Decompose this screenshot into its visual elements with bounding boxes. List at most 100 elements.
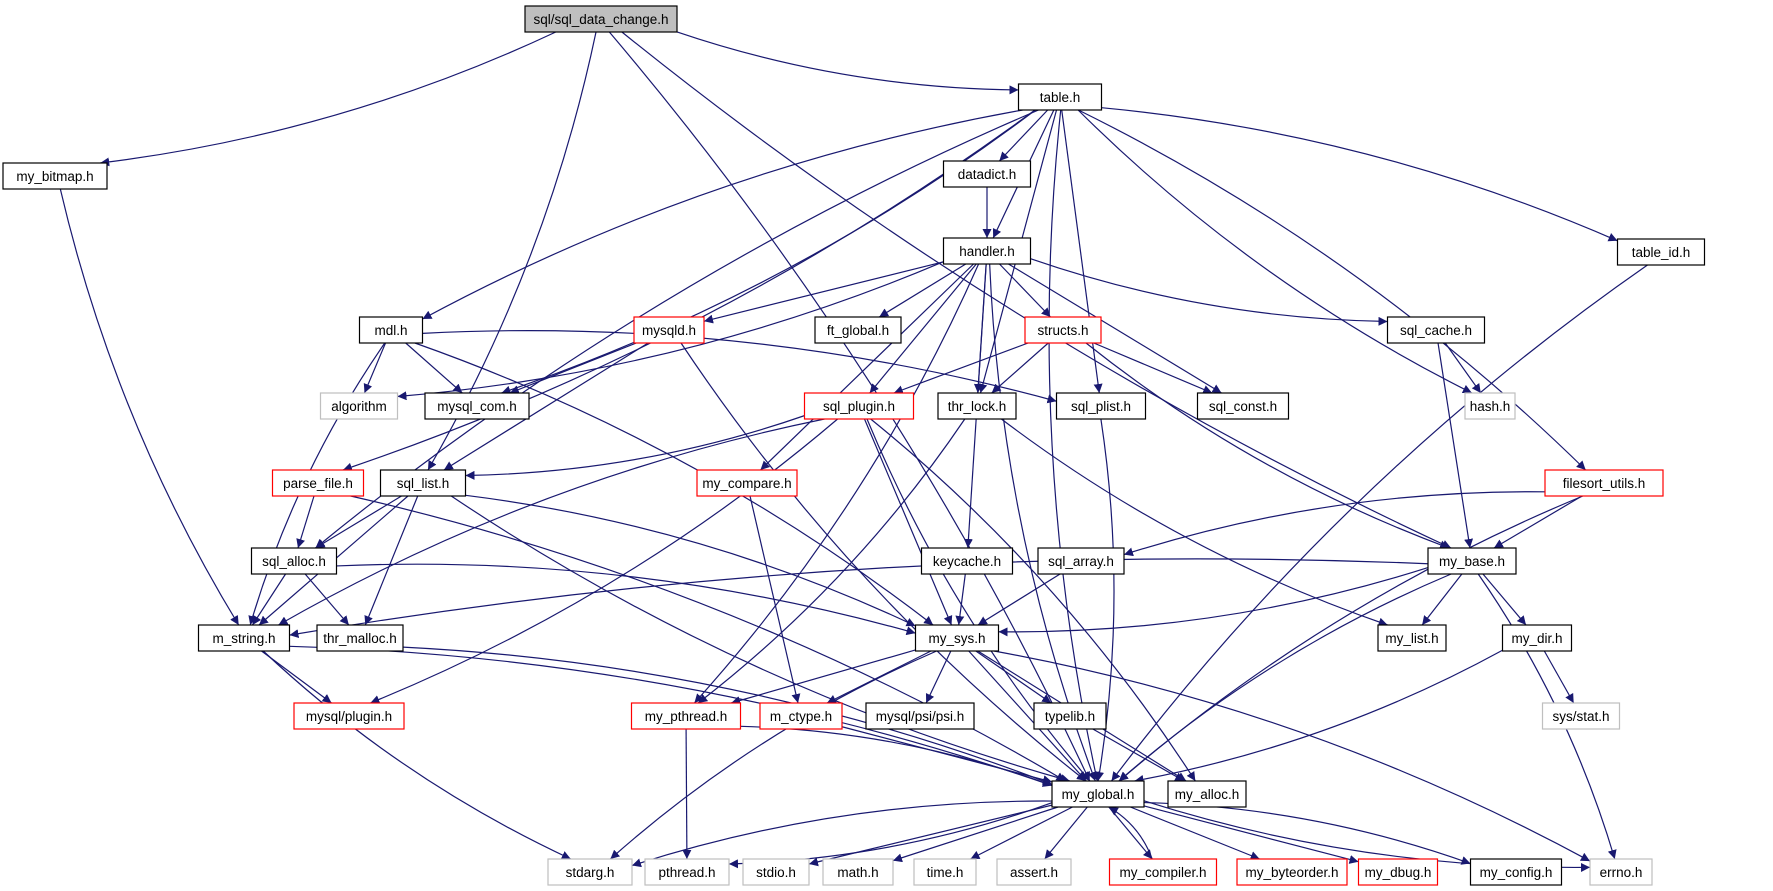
node-mysql-com[interactable]: mysql_com.h <box>424 392 530 420</box>
node-my-alloc[interactable]: my_alloc.h <box>1167 780 1247 808</box>
node-box <box>1196 392 1290 420</box>
node-my-bitmap[interactable]: my_bitmap.h <box>2 162 108 190</box>
node-label: filesort_utils.h <box>1563 476 1646 491</box>
node-mdl[interactable]: mdl.h <box>358 316 424 344</box>
node-my-global[interactable]: my_global.h <box>1051 780 1145 808</box>
edge-sql_plugin-to-mysql_plugin <box>370 418 839 704</box>
node-box <box>1055 392 1147 420</box>
node-my-dbug[interactable]: my_dbug.h <box>1357 858 1439 886</box>
node-keycache[interactable]: keycache.h <box>920 547 1014 575</box>
node-assert[interactable]: assert.h <box>996 858 1072 886</box>
node-stdarg[interactable]: stdarg.h <box>547 858 633 886</box>
node-parse-file[interactable]: parse_file.h <box>271 469 365 497</box>
node-label: m_ctype.h <box>770 709 832 724</box>
node-label: sql_cache.h <box>1400 323 1472 338</box>
node-sys-stat[interactable]: sys/stat.h <box>1541 702 1621 730</box>
node-sql-plist[interactable]: sql_plist.h <box>1055 392 1147 420</box>
node-errno[interactable]: errno.h <box>1589 858 1653 886</box>
edge-my_sys-to-typelib <box>975 650 1052 704</box>
edge-thr_lock-to-my_pthread <box>697 418 966 704</box>
node-sql-array[interactable]: sql_array.h <box>1037 547 1125 575</box>
node-label: hash.h <box>1470 399 1511 414</box>
node-my-sys[interactable]: my_sys.h <box>914 624 1000 652</box>
edge-m_string-to-stdarg <box>262 650 572 860</box>
node-box <box>316 624 404 652</box>
edge-my_base-to-m_string <box>289 558 1429 639</box>
node-sql-cache[interactable]: sql_cache.h <box>1386 316 1486 344</box>
node-box <box>1589 858 1653 886</box>
node-sql-plugin[interactable]: sql_plugin.h <box>803 392 915 420</box>
node-pthread[interactable]: pthread.h <box>644 858 730 886</box>
node-sql-const[interactable]: sql_const.h <box>1196 392 1290 420</box>
node-box <box>1357 858 1439 886</box>
edge-mdl-to-sql_plist <box>422 330 1057 404</box>
node-box <box>742 858 810 886</box>
node-box <box>942 160 1032 188</box>
node-label: sql_alloc.h <box>262 554 326 569</box>
edge-my_base-to-my_dir <box>1482 573 1527 626</box>
node-datadict[interactable]: datadict.h <box>942 160 1032 188</box>
node-label: my_base.h <box>1439 554 1505 569</box>
edge-my_global-to-assert <box>1044 806 1088 860</box>
node-my-base[interactable]: my_base.h <box>1427 547 1517 575</box>
node-label: parse_file.h <box>283 476 353 491</box>
node-my-dir[interactable]: my_dir.h <box>1501 624 1573 652</box>
edge-table-to-filesort_utils <box>1078 109 1587 471</box>
node-label: m_string.h <box>212 631 275 646</box>
node-box <box>1501 624 1573 652</box>
edge-my_global-to-stdarg <box>631 800 1053 868</box>
node-box <box>1236 858 1348 886</box>
node-label: sql_plist.h <box>1071 399 1131 414</box>
node-time[interactable]: time.h <box>913 858 977 886</box>
node-ft-global[interactable]: ft_global.h <box>814 316 902 344</box>
edge-my_sys-to-errno <box>993 650 1591 862</box>
node-math[interactable]: math.h <box>822 858 894 886</box>
node-sql-list[interactable]: sql_list.h <box>379 469 467 497</box>
node-label: my_list.h <box>1385 631 1438 646</box>
node-label: stdio.h <box>756 865 796 880</box>
node-typelib[interactable]: typelib.h <box>1033 702 1107 730</box>
edge-my_sys-to-psi <box>925 650 952 704</box>
node-structs[interactable]: structs.h <box>1024 316 1102 344</box>
node-m-string[interactable]: m_string.h <box>197 624 291 652</box>
node-root[interactable]: sql/sql_data_change.h <box>524 5 678 33</box>
node-handler[interactable]: handler.h <box>942 237 1032 265</box>
edge-handler-to-sql_plugin <box>869 263 977 394</box>
node-m-ctype[interactable]: m_ctype.h <box>759 702 843 730</box>
node-hash[interactable]: hash.h <box>1464 392 1516 420</box>
node-box <box>914 624 1000 652</box>
node-filesort-utils[interactable]: filesort_utils.h <box>1544 469 1664 497</box>
edge-m_ctype-to-my_global <box>841 726 1053 784</box>
node-my-pthread[interactable]: my_pthread.h <box>630 702 742 730</box>
node-mysqld[interactable]: mysqld.h <box>633 316 705 344</box>
node-box <box>524 5 678 33</box>
edge-typelib-to-my_alloc <box>1092 728 1185 782</box>
node-psi[interactable]: mysql/psi/psi.h <box>865 702 975 730</box>
node-algorithm[interactable]: algorithm <box>319 392 399 420</box>
node-box <box>1377 624 1447 652</box>
node-thr-lock[interactable]: thr_lock.h <box>937 392 1017 420</box>
node-stdio[interactable]: stdio.h <box>742 858 810 886</box>
edge-my_sys-to-my_pthread <box>731 649 916 705</box>
node-box <box>1541 702 1621 730</box>
node-sql-alloc[interactable]: sql_alloc.h <box>250 547 338 575</box>
node-mysql-plugin[interactable]: mysql/plugin.h <box>293 702 405 730</box>
node-box <box>250 547 338 575</box>
node-thr-malloc[interactable]: thr_malloc.h <box>316 624 404 652</box>
edge-sql_plugin-to-m_string <box>278 418 825 626</box>
edge-sql_plugin-to-my_sys <box>863 418 953 626</box>
node-box <box>942 237 1032 265</box>
node-my-compare[interactable]: my_compare.h <box>696 469 798 497</box>
node-my-compiler[interactable]: my_compiler.h <box>1108 858 1218 886</box>
edge-structs-to-thr_lock <box>991 342 1049 394</box>
node-table[interactable]: table.h <box>1017 83 1103 111</box>
node-label: assert.h <box>1010 865 1058 880</box>
node-box <box>1033 702 1107 730</box>
edge-my_global-to-my_config <box>1143 801 1471 865</box>
edge-sql_plugin-to-my_global <box>866 418 1091 782</box>
node-my-byteorder[interactable]: my_byteorder.h <box>1236 858 1348 886</box>
node-table-id[interactable]: table_id.h <box>1616 238 1706 266</box>
node-my-config[interactable]: my_config.h <box>1469 858 1563 886</box>
node-my-list[interactable]: my_list.h <box>1377 624 1447 652</box>
edge-keycache-to-my_sys <box>955 573 966 626</box>
